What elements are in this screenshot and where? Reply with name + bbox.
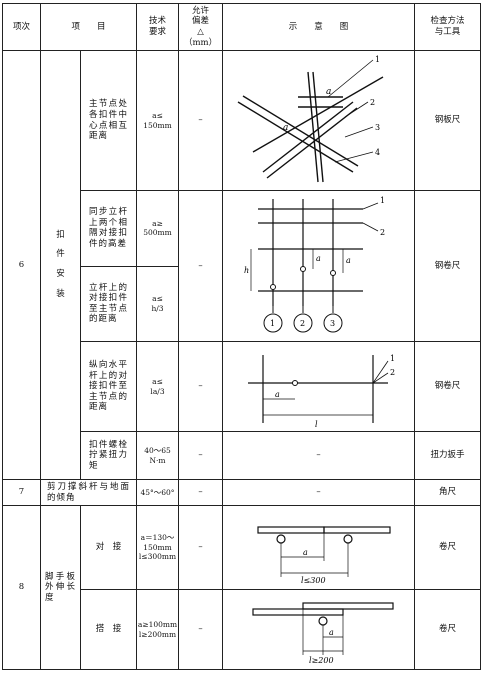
tol-cell: – (178, 50, 224, 191)
sub-cell: 对 接 (79, 505, 138, 590)
method-cell: 卷尺 (414, 589, 482, 670)
req-cell: 45°～60° (136, 479, 180, 506)
seq-cell: 8 (2, 505, 41, 670)
dim-label: a (329, 628, 334, 637)
header-tech: 技术 要求 (136, 3, 180, 51)
tol-cell: – (178, 431, 224, 480)
header-item: 项 目 (39, 3, 138, 51)
req-cell: a≤ h/3 (136, 265, 180, 342)
table-row: 8 脚手板外伸长度 对 接 a＝130～ 150mm l≤300mm – a (2, 505, 482, 670)
tol-cell: – (178, 479, 224, 506)
callout-label: 2 (370, 98, 375, 107)
dim-label: h (244, 266, 249, 275)
req-cell: a＝130～ 150mm l≤300mm (136, 505, 180, 590)
desc-cell: 同步立杆上两个相隔对接扣件的高差 (79, 190, 138, 267)
tol-cell: – (178, 505, 224, 590)
header-seq: 项次 (2, 3, 41, 51)
method-cell: 钢板尺 (414, 50, 482, 191)
req-cell: a≥ 500mm (136, 190, 180, 267)
dim-label: a (316, 254, 321, 263)
desc-cell: 纵向水平杆上的对接扣件至主节点的距离 (79, 341, 138, 432)
axis-label: 3 (330, 319, 335, 328)
dim-label: l (315, 420, 318, 429)
callout-label: 2 (390, 368, 395, 377)
diagram-cell: a l≥200 (222, 589, 416, 670)
axis-label: 1 (270, 319, 275, 328)
method-cell: 钢卷尺 (414, 190, 482, 342)
dim-label: l≥200 (309, 656, 334, 665)
diagram-cell: – (222, 431, 416, 480)
req-cell: 40～65 N·m (136, 431, 180, 480)
callout-label: 1 (390, 354, 395, 363)
sub-cell: 搭 接 (79, 589, 138, 670)
table-row: 同步立杆上两个相隔对接扣件的高差 a≥ 500mm – (3, 190, 482, 342)
req-cell: a≤ la/3 (136, 341, 180, 432)
desc-cell: 立杆上的对接扣件至主节点的距离 (79, 265, 138, 342)
seq-cell: 6 (2, 50, 41, 480)
dim-label: a (346, 256, 351, 265)
table-row: 立杆上的对接扣件至主节点的距离 a≤ h/3 (3, 265, 481, 342)
diagram-cell: a l 1 2 (222, 341, 416, 432)
group-cell: 脚手板外伸长度 (40, 505, 81, 670)
dim-label: a (326, 87, 331, 97)
callout-label: 4 (375, 148, 380, 157)
method-cell: 卷尺 (414, 505, 482, 590)
callout-label: 3 (375, 123, 380, 132)
lap-joint-board-diagram: a l≥200 (252, 601, 394, 665)
table-row: 扣件螺栓拧紧扭力矩 40～65 N·m – – 扭力扳手 (3, 431, 482, 480)
callout-label: 1 (380, 196, 385, 205)
joint-height-diagram: h a a 1 2 1 2 3 (244, 196, 385, 333)
callout-label: 2 (380, 228, 385, 237)
table-row: 6 扣 件 安 装 主节点处各扣件中心点相互距离 a≤ 150mm – (2, 50, 482, 480)
diagram-cell: – (222, 479, 416, 506)
desc-cell: 扣件螺栓拧紧扭力矩 (79, 431, 138, 480)
dim-label: a (275, 390, 280, 399)
node-fastener-diagram: a a 1 2 3 4 (237, 55, 384, 182)
tol-cell: – (178, 341, 224, 432)
table-row: 纵向水平杆上的对接扣件至主节点的距离 a≤ la/3 – a l 1 2 (3, 341, 482, 432)
header-row: 项次 项 目 技术 要求 允许 偏差 △ （mm） 示 意 图 检查方法 与工具 (2, 3, 482, 51)
axis-label: 2 (300, 319, 305, 328)
req-cell: a≤ 150mm (136, 50, 180, 191)
req-cell: a≥100mm l≥200mm (136, 589, 180, 670)
desc-cell: 主节点处各扣件中心点相互距离 (79, 50, 138, 191)
method-cell: 角尺 (414, 479, 482, 506)
header-tolerance: 允许 偏差 △ （mm） (178, 3, 224, 51)
diagram-cell: a l≤300 (222, 505, 416, 590)
table-row: 搭 接 a≥100mm l≥200mm – a l≥200 卷尺 (3, 589, 482, 670)
callout-label: 1 (375, 55, 380, 64)
tol-cell: – (178, 190, 224, 342)
method-cell: 钢卷尺 (414, 341, 482, 432)
diagram-cell: h a a 1 2 1 2 3 (222, 190, 416, 342)
dim-label: a (283, 123, 288, 133)
dim-label: l≤300 (301, 576, 326, 585)
dim-label: a (303, 548, 308, 557)
group-cell: 扣 件 安 装 (40, 50, 81, 480)
header-method: 检查方法 与工具 (414, 3, 482, 51)
diagram-cell: a a 1 2 3 4 (222, 50, 416, 191)
inspection-table: 项次 项 目 技术 要求 允许 偏差 △ （mm） 示 意 图 检查方法 与工具… (2, 3, 482, 670)
header-diagram: 示 意 图 (222, 3, 416, 51)
tol-cell: – (178, 589, 224, 670)
table-row: 7 剪刀撑斜杆与地面的倾角 45°～60° – – 角尺 (2, 479, 482, 506)
desc-cell: 剪刀撑斜杆与地面的倾角 (39, 479, 138, 506)
butt-joint-board-diagram: a l≤300 (257, 525, 391, 585)
method-cell: 扭力扳手 (414, 431, 482, 480)
seq-cell: 7 (2, 479, 41, 506)
horizontal-joint-diagram: a l 1 2 (248, 354, 395, 429)
